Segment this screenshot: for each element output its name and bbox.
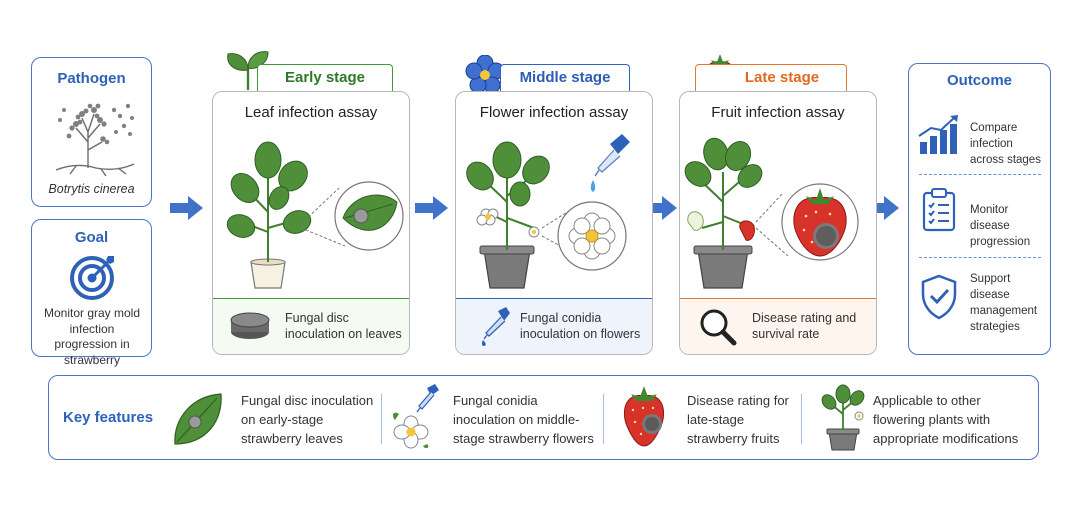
outcome-title: Outcome — [946, 72, 1012, 89]
bar-chart-icon — [918, 115, 958, 154]
target-icon — [70, 256, 114, 300]
panel-title: Fruit infection assay — [711, 104, 845, 121]
flow-arrow-icon — [644, 196, 677, 220]
stage-tab-label: Early stage — [284, 69, 366, 86]
seedling-icon — [227, 51, 269, 90]
flow-arrow-icon — [866, 196, 899, 220]
divider — [919, 174, 1041, 175]
outcome-item: Support disease management strategies — [917, 272, 1045, 342]
botrytis-fungus-icon — [55, 103, 135, 177]
panel-footer: Disease rating and survival rate — [680, 298, 876, 354]
pathogen-box: Pathogen Botrytis cinerea — [31, 57, 152, 207]
stage-tab-middle: Middle stage — [500, 64, 630, 92]
goal-title: Goal — [74, 229, 109, 246]
potted-plant-fruit-illustration — [684, 137, 859, 289]
goal-box: Goal Monitor gray mold infection progres… — [31, 219, 152, 367]
infected-strawberry-icon — [623, 386, 665, 447]
panel-title: Leaf infection assay — [244, 104, 378, 121]
goal-description: Monitor gray mold infection progression … — [43, 306, 141, 367]
panel-footer-text: Fungal conidia inoculation on flowers — [520, 311, 641, 341]
flow-arrow-icon — [170, 196, 203, 220]
outcome-box: Outcome Compare infection across stages … — [908, 63, 1051, 355]
stage-tab-label: Late stage — [744, 69, 820, 86]
key-features-box: Key features Fungal disc inoculation on … — [48, 375, 1039, 460]
potted-plant-icon — [821, 384, 865, 451]
key-feature-text: Fungal disc inoculation on early-stage s… — [241, 393, 374, 446]
magnifier-icon — [700, 309, 737, 346]
flower-dropper-icon — [392, 384, 439, 449]
panel-title: Flower infection assay — [479, 104, 629, 121]
divider — [801, 394, 802, 444]
stage-panel-early: Leaf infection assay Fungal disc inocula… — [212, 91, 410, 355]
panel-footer-text: Fungal disc inoculation on leaves — [285, 311, 402, 341]
fungal-disc-icon — [230, 312, 270, 339]
panel-footer: Fungal disc inoculation on leaves — [213, 298, 409, 354]
outcome-item: Monitor disease progression — [917, 188, 1045, 258]
stage-tab-early: Early stage — [257, 64, 393, 92]
divider — [381, 394, 382, 444]
clipboard-checklist-icon — [922, 188, 956, 232]
key-features-title: Key features — [63, 409, 154, 426]
pathogen-title: Pathogen — [57, 70, 126, 87]
potted-plant-leaf-illustration — [226, 141, 404, 289]
potted-plant-flower-illustration — [466, 134, 630, 289]
key-feature-text: Applicable to other flowering plants wit… — [873, 393, 1019, 446]
dropper-icon — [481, 307, 510, 346]
stage-panel-late: Fruit infection assay Disease rating and… — [679, 91, 877, 355]
panel-footer: Fungal conidia inoculation on flowers — [456, 298, 652, 354]
flow-arrow-icon — [415, 196, 448, 220]
stage-tab-late: Late stage — [695, 64, 847, 92]
key-feature-text: Disease rating for late-stage strawberry… — [687, 393, 789, 446]
divider — [603, 394, 604, 444]
stage-tab-label: Middle stage — [519, 69, 611, 86]
outcome-text: Support disease management strategies — [970, 273, 1038, 333]
leaf-disc-icon — [174, 393, 222, 445]
panel-footer-text: Disease rating and survival rate — [752, 311, 857, 341]
divider — [919, 257, 1041, 258]
outcome-text: Monitor disease progression — [970, 204, 1031, 248]
blue-flower-icon — [465, 55, 505, 94]
stage-panel-middle: Flower infection assay — [455, 91, 653, 355]
outcome-text: Compare infection across stages — [970, 122, 1041, 166]
shield-check-icon — [921, 274, 957, 320]
outcome-item: Compare infection across stages — [917, 114, 1045, 184]
key-feature-text: Fungal conidia inoculation on middle-sta… — [453, 393, 594, 446]
pathogen-name: Botrytis cinerea — [48, 182, 135, 196]
